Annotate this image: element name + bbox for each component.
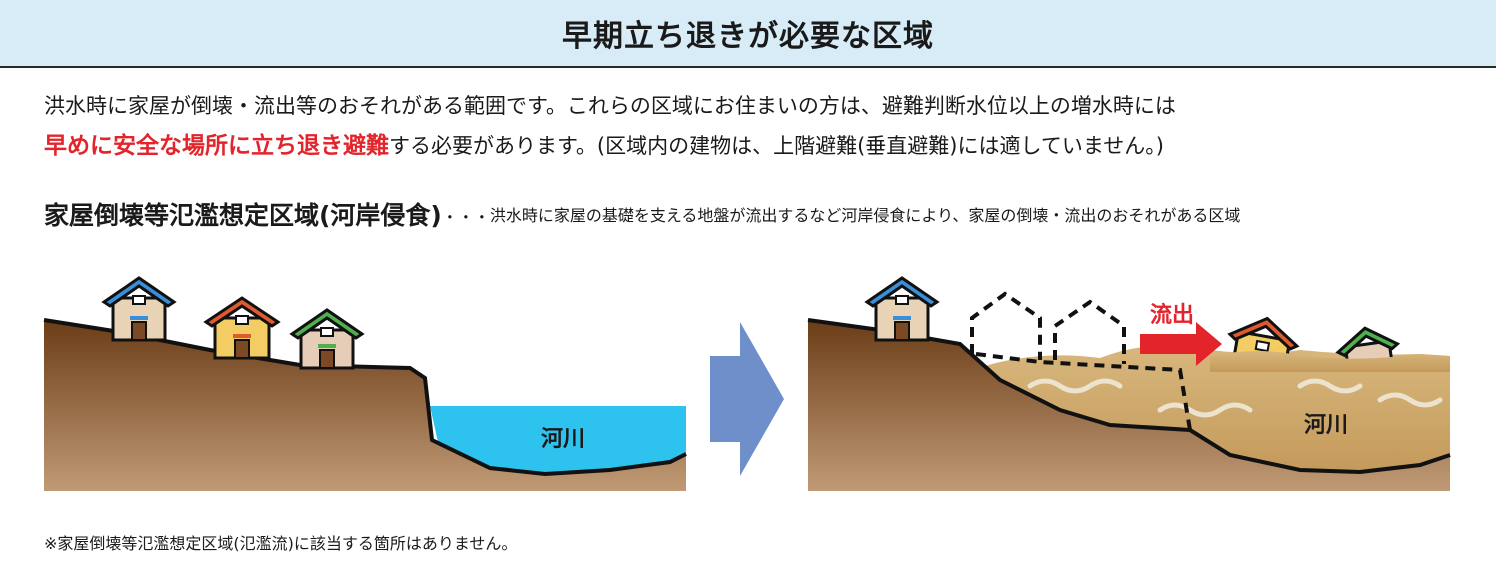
zone-definition: 家屋倒壊等氾濫想定区域(河岸侵食) ・・・ 洪水時に家屋の基礎を支える地盤が流出…: [44, 196, 1320, 232]
after-ground: [808, 320, 1450, 491]
after-river-label: 河川: [1304, 413, 1348, 438]
intro-line-2: 早めに安全な場所に立ち退き避難する必要があります。(区域内の建物は、上階避難(垂…: [44, 126, 1474, 166]
house-blue-after: [864, 276, 940, 342]
intro-emphasis: 早めに安全な場所に立ち退き避難: [44, 133, 389, 159]
footnote: ※家屋倒壊等氾濫想定区域(氾濫流)に該当する箇所はありません。: [44, 534, 518, 553]
zone-description: 洪水時に家屋の基礎を支える地盤が流出するなど河岸侵食により、家屋の倒壊・流出のお…: [489, 206, 1241, 225]
before-river-label: 河川: [541, 427, 585, 452]
intro-line-2-rest: する必要があります。(区域内の建物は、上階避難(垂直避難)には適していません。): [389, 134, 1164, 158]
flow-arrow: [1140, 322, 1222, 366]
destroyed-house-outlines: [970, 291, 1192, 431]
house-green-before: [289, 308, 365, 370]
before-ground: [44, 320, 686, 491]
flood-waves: [1027, 378, 1443, 418]
flow-label: 流出: [1150, 302, 1194, 328]
after-scene: 河川 流出: [807, 276, 1451, 491]
page-title: 早期立ち退きが必要な区域: [562, 19, 934, 54]
zone-title: 家屋倒壊等氾濫想定区域(河岸侵食): [44, 201, 442, 230]
house-blue-before: [101, 276, 177, 342]
header-bar: 早期立ち退きが必要な区域: [0, 0, 1496, 68]
zone-dots: ・・・: [441, 208, 490, 227]
intro-line-1: 洪水時に家屋が倒壊・流出等のおそれがある範囲です。これらの区域にお住まいの方は、…: [44, 94, 1176, 118]
house-yellow-before: [203, 296, 281, 360]
before-scene: 河川: [43, 276, 687, 491]
transition-arrow: [710, 322, 784, 476]
before-river: [430, 406, 686, 474]
intro-paragraph: 洪水時に家屋が倒壊・流出等のおそれがある範囲です。これらの区域にお住まいの方は、…: [44, 86, 1474, 166]
